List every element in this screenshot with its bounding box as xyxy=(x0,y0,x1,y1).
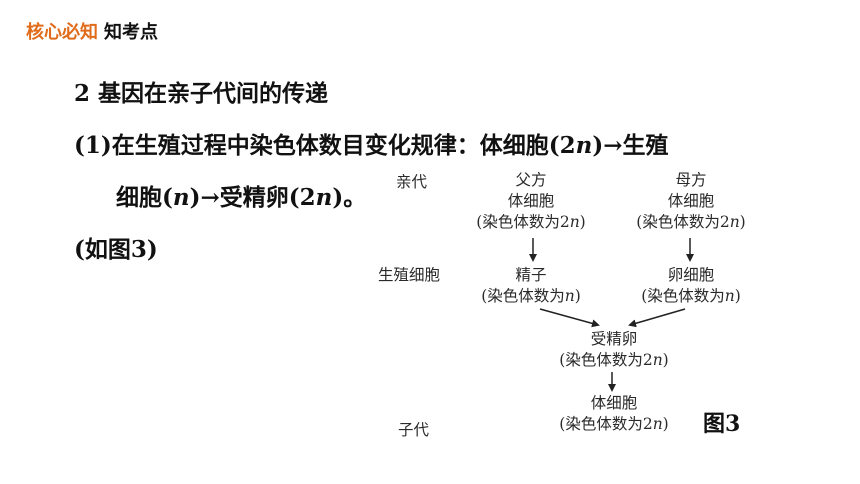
mother-count: (染色体数为2n) xyxy=(624,212,758,233)
section-header: 核心必知知考点 xyxy=(26,18,158,44)
arrow-egg-to-zygote xyxy=(628,308,686,328)
p1-end: )→生殖 xyxy=(592,132,669,159)
header-title: 知考点 xyxy=(104,22,158,43)
header-tag: 核心必知 xyxy=(26,22,98,43)
p1-var: n xyxy=(575,132,593,159)
father-node: 父方 体细胞 (染色体数为2n) xyxy=(466,170,596,233)
egg-count: (染色体数为n) xyxy=(624,286,758,307)
zygote-label: 受精卵 xyxy=(590,330,638,348)
sperm-node: 精子 (染色体数为n) xyxy=(466,265,596,307)
row-label-offspring: 子代 xyxy=(398,421,430,439)
mother-count-var: n xyxy=(729,213,740,231)
zygote-node: 受精卵 (染色体数为2n) xyxy=(548,329,680,371)
offspring-somatic-node: 体细胞 (染色体数为2n) xyxy=(548,393,680,435)
father-count: (染色体数为2n) xyxy=(466,212,596,233)
figure-label: 图3 xyxy=(703,411,741,437)
egg-node: 卵细胞 (染色体数为n) xyxy=(624,265,758,307)
sperm-count-var: n xyxy=(564,287,575,305)
paragraph-2: 细胞(n)→受精卵(2n)。 xyxy=(116,178,366,212)
heading-text: 2 基因在亲子代间的传递 xyxy=(74,80,329,107)
row-label-gamete: 生殖细胞 xyxy=(378,266,441,284)
father-count-var: n xyxy=(569,213,580,231)
offspring-count-prefix: (染色体数为2 xyxy=(559,415,653,433)
sperm-count-close: ) xyxy=(574,287,581,305)
zygote-count-close: ) xyxy=(662,351,669,369)
p2-c: )。 xyxy=(332,184,367,211)
p2-a: 细胞( xyxy=(116,184,173,211)
p3-text: (如图3) xyxy=(74,236,158,263)
sperm-count: (染色体数为n) xyxy=(466,286,596,307)
offspring-count-close: ) xyxy=(662,415,669,433)
zygote-count-prefix: (染色体数为2 xyxy=(559,351,653,369)
mother-node: 母方 体细胞 (染色体数为2n) xyxy=(624,170,758,233)
p2-var1: n xyxy=(172,184,190,211)
mother-label: 母方 xyxy=(675,171,707,189)
p2-var2: n xyxy=(315,184,333,211)
egg-count-close: ) xyxy=(734,287,741,305)
mother-somatic-label: 体细胞 xyxy=(667,192,715,210)
zygote-count: (染色体数为2n) xyxy=(548,350,680,371)
offspring-count-var: n xyxy=(652,415,663,433)
sperm-label: 精子 xyxy=(515,266,547,284)
heading-gene-transmission: 2 基因在亲子代间的传递 xyxy=(74,74,328,108)
zygote-count-var: n xyxy=(652,351,663,369)
arrow-sperm-to-zygote xyxy=(539,308,600,328)
egg-label: 卵细胞 xyxy=(667,266,715,284)
p2-b: )→受精卵(2 xyxy=(189,184,316,211)
mother-count-close: ) xyxy=(739,213,746,231)
father-count-close: ) xyxy=(579,213,586,231)
paragraph-1: (1)在生殖过程中染色体数目变化规律：体细胞(2n)→生殖 xyxy=(74,126,669,160)
offspring-count: (染色体数为2n) xyxy=(548,414,680,435)
sperm-count-prefix: (染色体数为 xyxy=(481,287,565,305)
egg-count-prefix: (染色体数为 xyxy=(641,287,725,305)
egg-count-var: n xyxy=(724,287,735,305)
offspring-somatic-label: 体细胞 xyxy=(590,394,638,412)
mother-count-prefix: (染色体数为2 xyxy=(636,213,730,231)
paragraph-3: (如图3) xyxy=(74,230,158,264)
row-label-parent: 亲代 xyxy=(396,173,428,191)
father-count-prefix: (染色体数为2 xyxy=(476,213,570,231)
father-label: 父方 xyxy=(515,171,547,189)
father-somatic-label: 体细胞 xyxy=(507,192,555,210)
p1-text: (1)在生殖过程中染色体数目变化规律：体细胞(2 xyxy=(74,132,576,159)
